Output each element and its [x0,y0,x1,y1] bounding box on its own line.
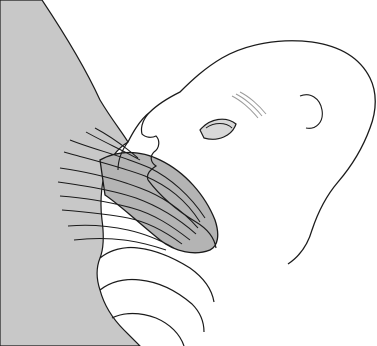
baby-eyebrow [232,92,266,118]
baby-eye-icon [200,119,236,139]
baby-ear [300,95,322,129]
